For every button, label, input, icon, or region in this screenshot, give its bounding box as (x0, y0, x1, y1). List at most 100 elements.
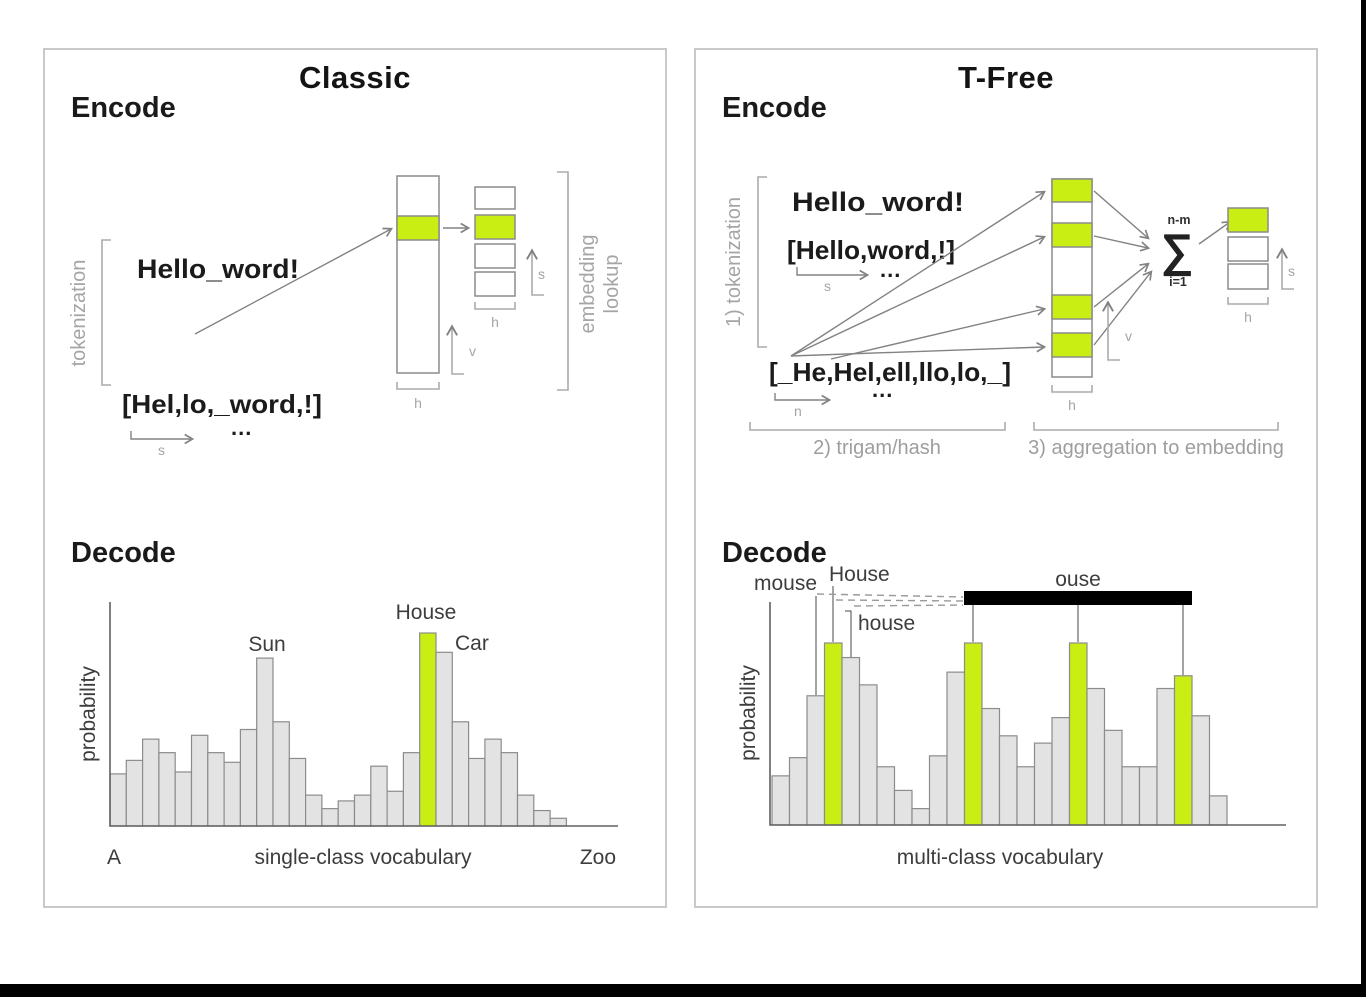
bar (841, 656, 861, 826)
bar (435, 651, 453, 827)
sequence-axis-arrow (130, 431, 195, 445)
bar (911, 808, 931, 826)
classic-decode-heading: Decode (71, 537, 176, 569)
seq-embedding-cell-selected (474, 214, 516, 240)
aggregate-arrow (1093, 270, 1153, 346)
bar (1121, 766, 1141, 826)
bar (806, 695, 826, 826)
aggregate-arrow (1093, 235, 1151, 252)
v-dim-arrow (1102, 300, 1120, 361)
peak-label-car: Car (455, 632, 489, 655)
tfree-panel: T-Free Encode Decode 1) tokenization Hel… (694, 48, 1318, 908)
sum-lower-bound: i=1 (1169, 275, 1187, 289)
s-dim-label: s (1288, 263, 1295, 279)
s-dim-arrow (1276, 247, 1294, 290)
classic-panel: Classic Encode Decode tokenization Hello… (43, 48, 667, 908)
chart-axes (769, 602, 1286, 826)
classic-panel-title: Classic (298, 60, 412, 95)
classic-encode-heading: Encode (71, 92, 176, 124)
seq-embedding-cell (474, 271, 516, 297)
bar (451, 721, 470, 827)
house-connector (845, 610, 852, 657)
aggregate-arrow (1093, 262, 1150, 308)
peak-label-house: House (396, 601, 457, 624)
bar (1103, 729, 1123, 826)
seq-embedding-cell (474, 243, 516, 269)
chart-axes (109, 602, 618, 827)
seq-embedding-cell-selected (1227, 207, 1269, 233)
h-dim-label-vocab: h (1068, 397, 1076, 413)
bar (158, 752, 176, 827)
step2-bracket (749, 422, 1006, 431)
embedding-lookup-label-line2: lookup (601, 255, 623, 314)
bar (1033, 742, 1053, 826)
selected-embedding-row (396, 215, 440, 241)
ellipsis: ... (231, 415, 252, 440)
bar (386, 790, 405, 827)
step3-bracket (1033, 422, 1279, 431)
embedding-lookup-bracket (557, 171, 569, 391)
tfree-panel-title: T-Free (957, 60, 1055, 95)
h-dim-label-vocab: h (414, 395, 422, 411)
ngram-axis-arrow (774, 393, 832, 406)
v-dim-label: v (1125, 328, 1132, 344)
active-row (1051, 178, 1093, 203)
bar-highlight (963, 642, 983, 826)
screen-edge-bottom-strip (0, 984, 1366, 997)
bar (288, 757, 307, 827)
tokenization-label: tokenization (68, 260, 90, 367)
bar (771, 775, 791, 826)
tfree-decode-heading: Decode (722, 537, 827, 569)
sum-upper-bound: n-m (1168, 213, 1191, 227)
bar (1051, 717, 1071, 826)
bar (305, 794, 323, 827)
x-axis-end-label: Zoo (580, 846, 616, 869)
embedding-lookup-label-line1: embedding (577, 235, 599, 334)
x-axis-label: single-class vocabulary (254, 846, 472, 869)
bar (207, 752, 225, 827)
s-dim-label: s (538, 266, 545, 282)
x-axis-start-label: A (107, 846, 121, 869)
bar (1191, 715, 1211, 826)
bar (788, 757, 808, 826)
multi-class-probability-bars (771, 642, 1228, 826)
bar (125, 759, 144, 827)
bar (876, 766, 896, 826)
active-row (1051, 222, 1093, 248)
bar (998, 735, 1018, 826)
bar (141, 738, 160, 827)
bar (337, 800, 356, 827)
h-dim-label-seq: h (1244, 309, 1252, 325)
sequence-axis-arrow (796, 267, 870, 281)
bar (256, 657, 274, 827)
bar (109, 773, 127, 827)
bar (484, 738, 502, 827)
bar (190, 734, 209, 827)
hash-arrow (790, 342, 1047, 357)
tfree-encode-heading: Encode (722, 92, 827, 124)
merge-dash-line (853, 604, 964, 607)
v-dim-label: v (469, 343, 476, 359)
bar (1016, 766, 1036, 826)
bar (516, 794, 535, 827)
bar (893, 789, 913, 826)
sum-to-embedding-arrow (1198, 220, 1232, 245)
tokenization-bracket (101, 239, 111, 386)
merge-label-ouse: ouse (1055, 568, 1101, 591)
vocab-embedding-column (396, 175, 440, 374)
word-label-house: house (858, 612, 915, 635)
h-dim-bracket-vocab (396, 382, 440, 390)
peak-label-sun: Sun (248, 633, 285, 656)
tfree-diagram: 1) tokenization Hello_word! [Hello,word,… (723, 176, 1295, 869)
bar (1156, 687, 1176, 826)
bar-highlight (419, 632, 437, 827)
bar (858, 684, 878, 826)
bar (981, 707, 1001, 826)
bar (928, 755, 948, 826)
x-axis-label: multi-class vocabulary (897, 846, 1104, 869)
screen-edge-right-strip (1361, 0, 1366, 997)
hash-arrow (790, 235, 1047, 357)
bar (223, 761, 242, 827)
h-dim-bracket-seq (474, 302, 516, 310)
v-dim-arrow (446, 324, 464, 375)
